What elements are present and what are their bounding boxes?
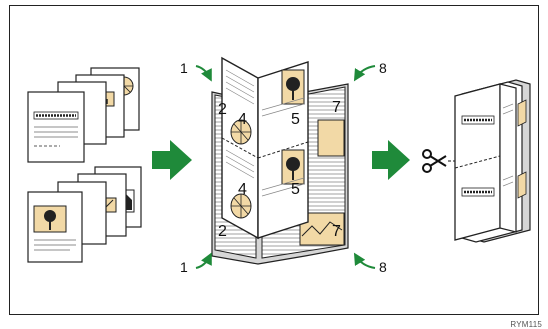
callout-number: 8 (379, 60, 387, 76)
page-number: 2 (218, 223, 227, 240)
folded-booklet (211, 56, 349, 265)
curved-arrow-icon (353, 65, 376, 82)
callout-number: 1 (180, 259, 188, 275)
arrow-right-icon (152, 140, 192, 180)
arrow-right-icon (372, 140, 410, 180)
cut-booklets (454, 79, 531, 243)
callout-number: 8 (379, 259, 387, 275)
callout-number: 1 (180, 60, 188, 76)
source-pages-stack-lower (27, 166, 142, 263)
page-number: 4 (238, 111, 247, 128)
curved-arrow-icon (195, 252, 212, 269)
figure-code: RYM115 (510, 320, 542, 329)
source-page (27, 191, 83, 263)
page-number: 7 (332, 99, 341, 116)
page-number: 5 (291, 111, 300, 128)
page-number: 7 (332, 223, 341, 240)
page-number: 4 (238, 181, 247, 198)
source-page (27, 91, 85, 163)
page-number: 5 (291, 181, 300, 198)
curved-arrow-icon (195, 65, 212, 82)
curved-arrow-icon (353, 252, 376, 269)
source-pages-stack-upper (27, 67, 140, 163)
page-number: 2 (218, 101, 227, 118)
